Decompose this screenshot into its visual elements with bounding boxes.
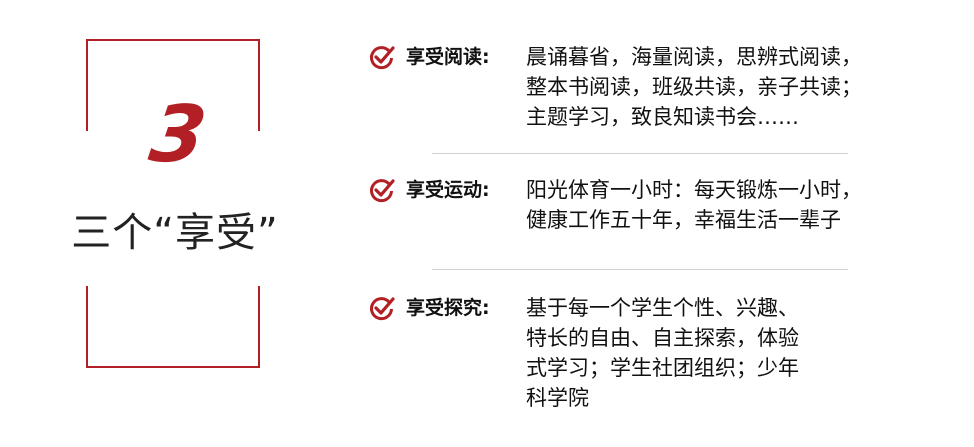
- item-description: 晨诵暮省，海量阅读，思辨式阅读， 整本书阅读，班级共读，亲子共读； 主题学习，致…: [526, 42, 862, 132]
- check-circle-icon: [370, 297, 395, 321]
- description-line: 式学习；学生社团组织；少年: [526, 356, 799, 380]
- description-line: 阳光体育一小时：每天锻炼一小时，: [526, 178, 862, 202]
- item-label: 享受探究:: [406, 297, 490, 319]
- frame-top: [86, 39, 260, 131]
- divider: [432, 269, 848, 270]
- description-line: 晨诵暮省，海量阅读，思辨式阅读，: [526, 45, 862, 69]
- item-reading: 享受阅读: 晨诵暮省，海量阅读，思辨式阅读， 整本书阅读，班级共读，亲子共读； …: [368, 42, 948, 142]
- section-number: 3: [144, 90, 212, 180]
- item-label: 享受阅读:: [406, 46, 490, 68]
- divider: [432, 153, 848, 154]
- description-line: 健康工作五十年，幸福生活一辈子: [526, 208, 841, 232]
- item-inquiry: 享受探究: 基于每一个学生个性、兴趣、 特长的自由、自主探索，体验 式学习；学生…: [368, 293, 948, 423]
- description-line: 基于每一个学生个性、兴趣、: [526, 296, 799, 320]
- description-line: 整本书阅读，班级共读，亲子共读；: [526, 75, 862, 99]
- item-description: 阳光体育一小时：每天锻炼一小时， 健康工作五十年，幸福生活一辈子: [526, 175, 862, 235]
- item-sports: 享受运动: 阳光体育一小时：每天锻炼一小时， 健康工作五十年，幸福生活一辈子: [368, 175, 948, 239]
- frame-bottom: [86, 286, 260, 368]
- check-circle-icon: [370, 179, 395, 203]
- description-line: 科学院: [526, 386, 589, 410]
- section-title: 三个“享受”: [71, 210, 279, 256]
- item-description: 基于每一个学生个性、兴趣、 特长的自由、自主探索，体验 式学习；学生社团组织；少…: [526, 293, 799, 413]
- item-label: 享受运动:: [406, 179, 490, 201]
- description-line: 特长的自由、自主探索，体验: [526, 326, 799, 350]
- check-circle-icon: [370, 46, 395, 70]
- description-line: 主题学习，致良知读书会……: [526, 105, 799, 129]
